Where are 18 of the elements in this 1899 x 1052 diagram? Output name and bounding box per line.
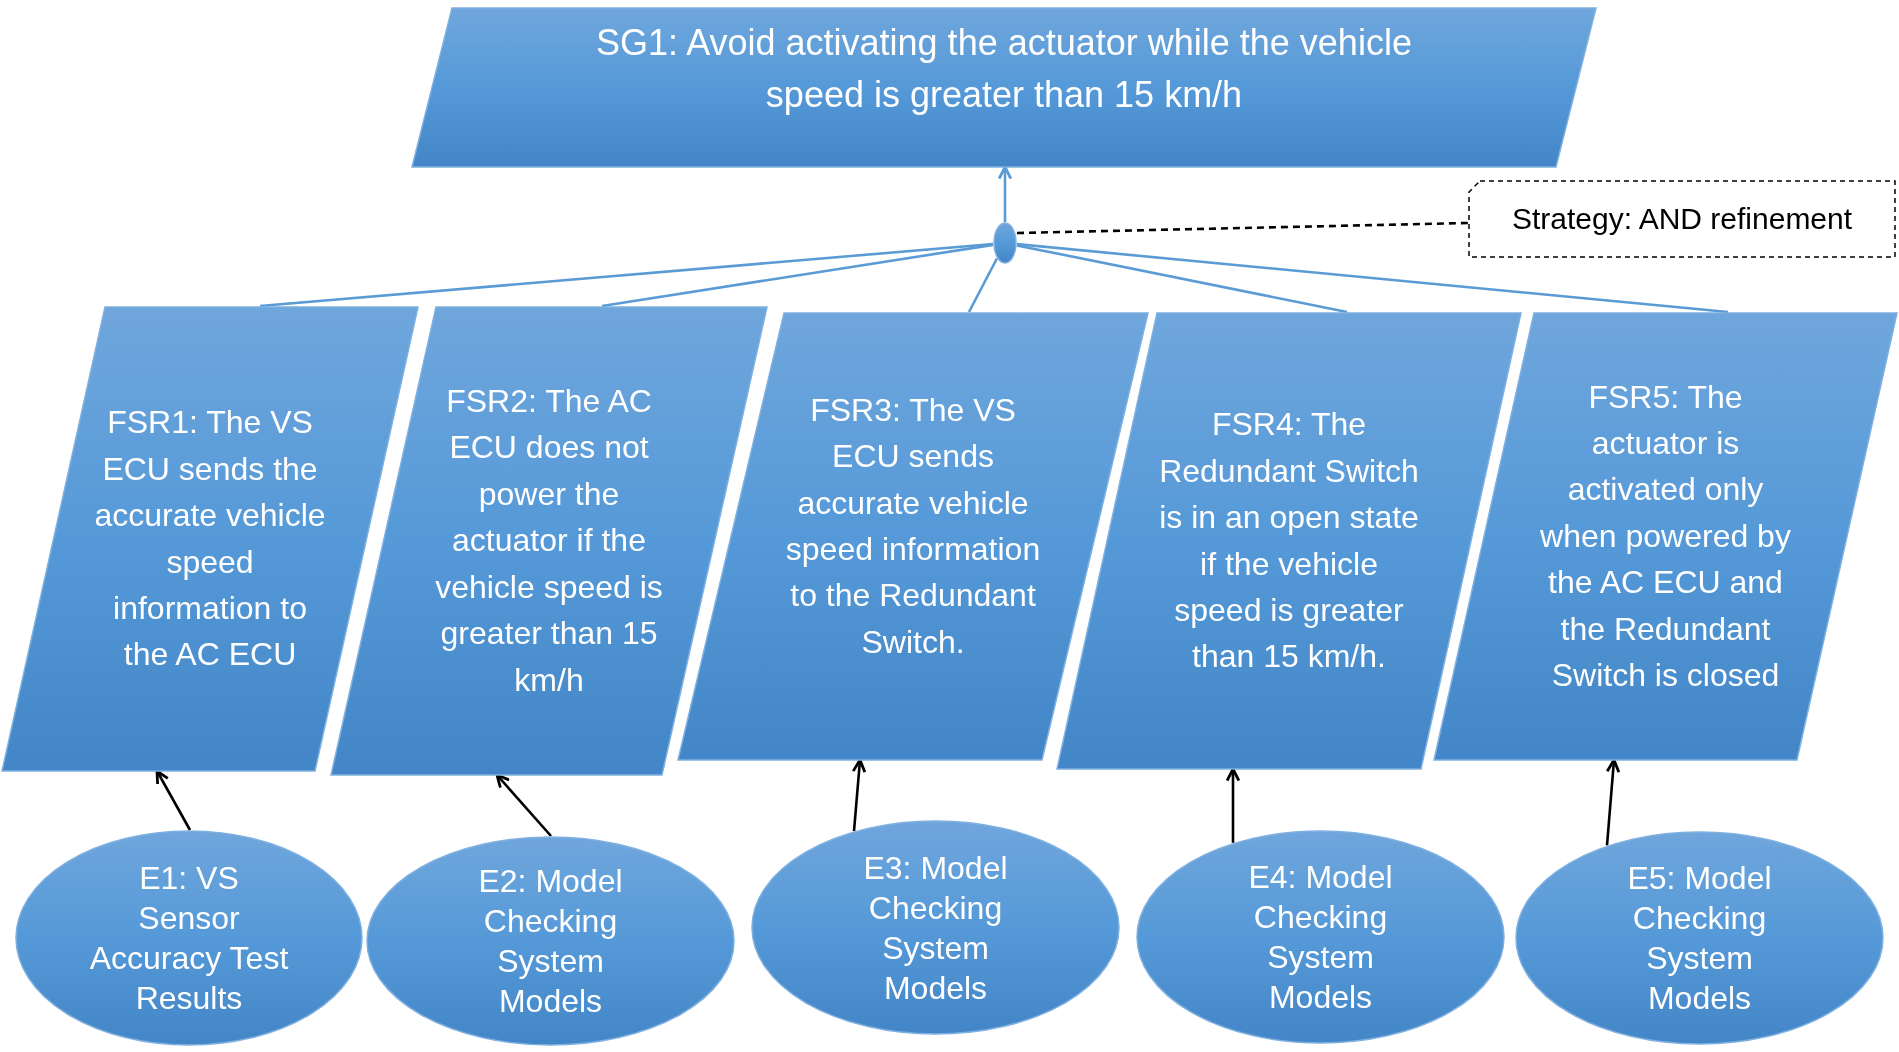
connector-line	[1016, 221, 1469, 235]
node-label: FSR2: The AC ECU does not power the actuator if the vehicle speed is greater than 15 km/h	[434, 382, 664, 700]
node-label: E2: Model Checking System Models	[477, 862, 624, 1021]
node-label: FSR3: The VS ECU sends accurate vehicle speed information to the Redundant Switch.	[784, 390, 1042, 662]
node-label: E4: Model Checking System Models	[1247, 858, 1394, 1017]
node-label: FSR1: The VS ECU sends the accurate vehicle speed information to the AC ECU	[93, 403, 327, 675]
connector-line	[1016, 242, 1729, 314]
node-label: SG1: Avoid activating the actuator while the vehicle speed is greater than 15 km/h	[595, 21, 1413, 118]
connector-line	[601, 243, 994, 308]
node-label: E5: Model Checking System Models	[1626, 859, 1773, 1018]
node-label: E3: Model Checking System Models	[862, 848, 1009, 1008]
connector-line	[259, 242, 994, 308]
connector-line	[967, 257, 999, 313]
node-label: FSR5: The actuator is activated only when powered by the AC ECU and the Redundant Switch is closed	[1539, 377, 1792, 695]
strategy-label: Strategy: AND refinement	[1511, 201, 1853, 238]
connector-line	[1016, 244, 1348, 314]
node-label: E1: VS Sensor Accuracy Test Results	[88, 859, 290, 1018]
node-label: FSR4: The Redundant Switch is in an open state if the vehicle speed is greater than 15 km/h.	[1158, 405, 1420, 677]
